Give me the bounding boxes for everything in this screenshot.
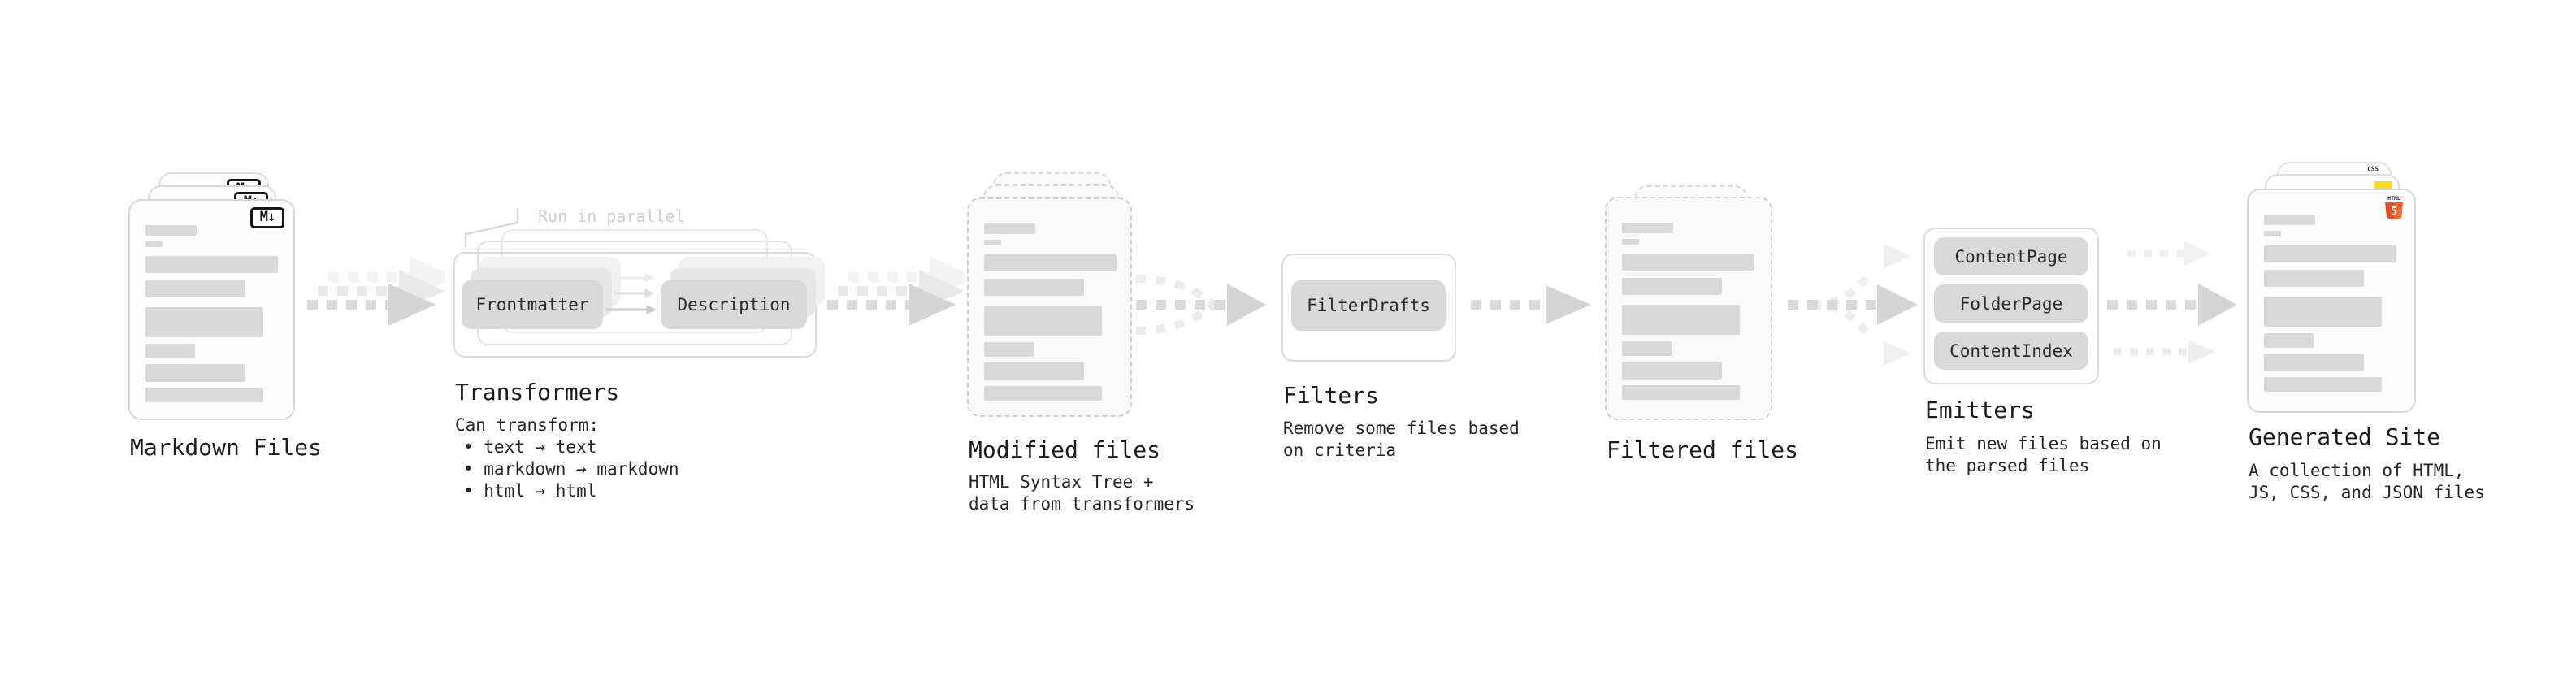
flow-arrow-transformers-to-modified bbox=[827, 256, 965, 326]
transformer-pill-description: Description bbox=[661, 280, 807, 329]
html5-icon: HTML 5 bbox=[2385, 195, 2403, 220]
node-filtered-files: Filtered files bbox=[1605, 185, 1946, 527]
emitter-pill-contentpage: ContentPage bbox=[1934, 237, 2088, 275]
file-card: HTML 5 bbox=[2247, 189, 2416, 413]
node-label: Generated Site bbox=[2249, 423, 2441, 450]
node-markdown-files: M↓ M↓ M↓ Markdown Files bbox=[128, 172, 470, 514]
flow-arrow-fan-in-to-filters bbox=[1136, 275, 1266, 335]
markdown-icon: M↓ bbox=[250, 207, 284, 228]
node-description: Emit new files based on the parsed files bbox=[1925, 434, 2162, 475]
flow-arrow-filters-to-filtered bbox=[1471, 285, 1591, 324]
node-label: Emitters bbox=[1925, 397, 2035, 423]
file-card bbox=[1605, 197, 1772, 420]
node-label: Filtered files bbox=[1607, 436, 1799, 463]
node-transformers: Run in parallel Frontmatter Description … bbox=[453, 205, 835, 546]
flow-arrow-fan-out-to-emitters bbox=[1788, 244, 1918, 366]
transformer-pill-frontmatter: Frontmatter bbox=[462, 280, 603, 329]
file-skeleton bbox=[130, 225, 293, 402]
flow-arrow-markdown-to-transformers bbox=[307, 256, 445, 326]
file-skeleton bbox=[1607, 223, 1771, 400]
svg-text:5: 5 bbox=[2391, 206, 2397, 219]
flow-arrow-emitters-to-generated bbox=[2107, 241, 2237, 364]
annotation-leader-line bbox=[464, 208, 519, 247]
filter-pill-filterdrafts: FilterDrafts bbox=[1291, 280, 1446, 331]
emitter-pill-contentindex: ContentIndex bbox=[1934, 332, 2088, 370]
node-label: Modified files bbox=[969, 436, 1161, 463]
file-skeleton bbox=[2249, 215, 2414, 392]
run-in-parallel-annotation: Run in parallel bbox=[538, 206, 685, 226]
node-label: Transformers bbox=[455, 379, 620, 406]
node-description: Can transform: • text → text • markdown … bbox=[455, 415, 679, 501]
node-filters: FilterDrafts Filters Remove some files b… bbox=[1281, 254, 1607, 514]
node-label: Filters bbox=[1283, 382, 1380, 409]
node-generated-site: CSS HTML 5 Generated Site A collection o… bbox=[2247, 162, 2576, 536]
node-modified-files: Modified files HTML Syntax Tree + data f… bbox=[967, 172, 1308, 546]
node-emitters: ContentPage FolderPage ContentIndex Emit… bbox=[1923, 228, 2265, 504]
node-label: Markdown Files bbox=[130, 434, 323, 461]
node-description: A collection of HTML, JS, CSS, and JSON … bbox=[2249, 461, 2485, 502]
file-card: M↓ bbox=[128, 199, 295, 420]
file-card bbox=[967, 197, 1132, 417]
node-description: HTML Syntax Tree + data from transformer… bbox=[969, 472, 1195, 514]
file-skeleton bbox=[969, 223, 1130, 401]
node-description: Remove some files based on criteria bbox=[1283, 419, 1520, 460]
emitter-pill-folderpage: FolderPage bbox=[1934, 284, 2088, 323]
svg-text:HTML: HTML bbox=[2387, 195, 2400, 202]
parallel-arrows bbox=[606, 273, 657, 314]
